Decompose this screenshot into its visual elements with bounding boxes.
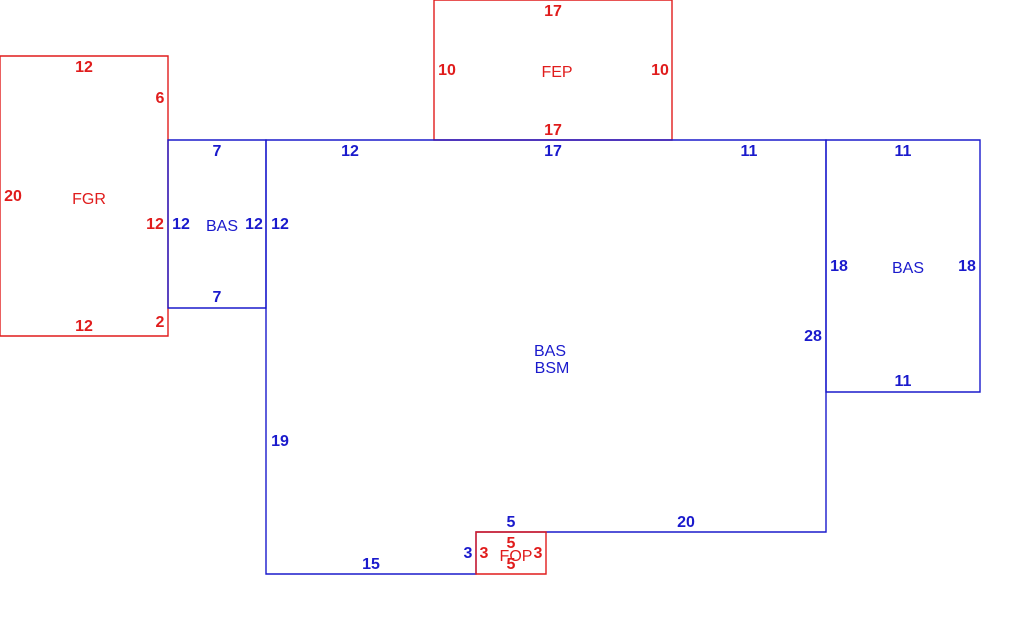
bas-right-label: BAS	[892, 260, 924, 277]
main-dim-top-right: 11	[741, 143, 758, 160]
fep-dim-bottom: 17	[544, 122, 562, 139]
fgr-dim-top: 12	[75, 59, 93, 76]
bas-right-dim-bottom: 11	[895, 373, 912, 390]
main-dim-top-left: 12	[341, 143, 359, 160]
main-dim-left-upper: 12	[271, 216, 289, 233]
bas-left-dim-left: 12	[172, 216, 190, 233]
bas-right-dim-top: 11	[895, 143, 912, 160]
main-dim-top-middle: 17	[544, 143, 562, 160]
fop-dim-top: 5	[507, 535, 516, 552]
bas-right-dim-left: 18	[830, 258, 848, 275]
fgr-dim-right-lower: 2	[156, 314, 165, 331]
fep-area: FEP 17 10 10 17	[433, 0, 673, 141]
bas-left-dim-bottom: 7	[213, 289, 222, 306]
fgr-area: FGR 12 6 20 12 12 2	[0, 55, 169, 337]
fop-dim-right: 3	[534, 545, 543, 562]
fop-label: FOP	[500, 548, 533, 565]
bas-left-dim-right: 12	[245, 216, 263, 233]
fgr-outline	[0, 55, 169, 337]
fgr-dim-right-upper: 6	[156, 90, 165, 107]
bas-left-area: BAS 7 12 12 7	[167, 139, 267, 309]
bas-right-area: BAS 11 18 18 11	[825, 139, 981, 393]
bas-left-dim-top: 7	[213, 143, 222, 160]
main-label-bas: BAS	[534, 343, 566, 360]
fop-area: FOP 5 3 3 5	[475, 531, 547, 575]
main-dim-left-lower: 19	[271, 433, 289, 450]
fgr-label: FGR	[72, 191, 106, 208]
fop-dim-bottom: 5	[507, 556, 516, 573]
fgr-dim-right-middle: 12	[146, 216, 164, 233]
main-dim-bottom-left: 15	[362, 556, 380, 573]
main-dim-notch-side: 3	[464, 545, 473, 562]
bas-right-outline	[825, 139, 981, 393]
fgr-dim-bottom: 12	[75, 318, 93, 335]
fop-outline	[475, 531, 547, 575]
main-dim-notch-top: 5	[507, 514, 516, 531]
main-area: BAS BSM 12 12 17 11 28 19 15 3 5 20	[265, 139, 827, 575]
main-dim-bottom-right: 20	[677, 514, 695, 531]
fep-dim-left: 10	[438, 62, 456, 79]
fop-dim-left: 3	[480, 545, 489, 562]
fgr-dim-left: 20	[4, 188, 22, 205]
main-dim-right: 28	[804, 328, 822, 345]
fep-dim-right: 10	[651, 62, 669, 79]
bas-left-label: BAS	[206, 218, 238, 235]
bas-right-dim-right: 18	[958, 258, 976, 275]
fep-label: FEP	[541, 64, 572, 81]
main-label-bsm: BSM	[535, 360, 570, 377]
fep-dim-top: 17	[544, 3, 562, 20]
